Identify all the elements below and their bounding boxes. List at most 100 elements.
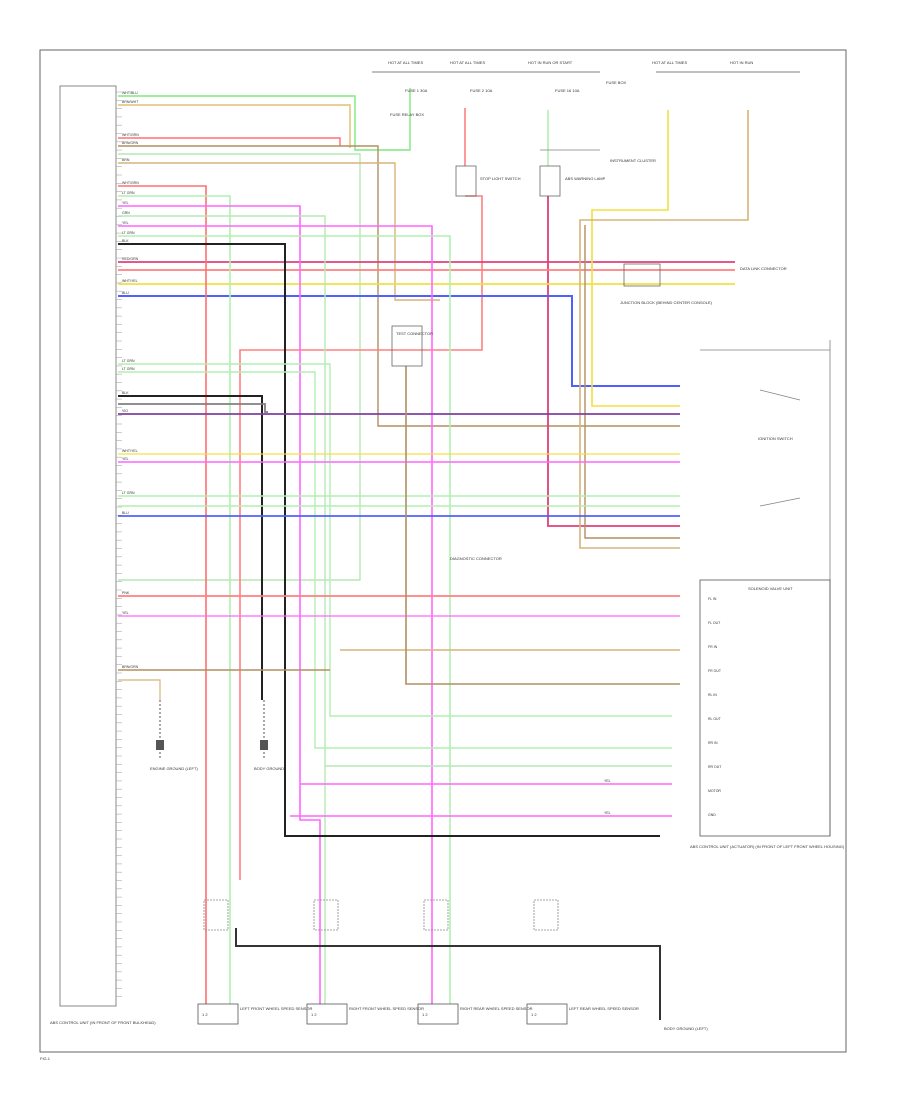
solenoid-pin-label: MOTOR (708, 789, 721, 793)
solenoid-unit-label: SOLENOID VALVE UNIT (748, 586, 793, 591)
ground-2-label: BODY GROUND (254, 766, 284, 771)
wire-wht-yel (591, 110, 680, 407)
wire-label: VIO (122, 409, 128, 413)
ground-1-label: ENGINE GROUND (LEFT) (150, 766, 198, 771)
wire-wht-grn (118, 185, 207, 1004)
ecu-pin-ticks (116, 91, 122, 998)
solenoid-unit-box (699, 579, 831, 837)
ignition-switch-label: IGNITION SWITCH (758, 436, 793, 441)
ecu-connector (59, 85, 117, 1007)
wire-lt-grn (118, 363, 672, 717)
sensor-lr: LEFT REAR WHEEL SPEED SENSOR 1 2 (526, 1003, 639, 1025)
diag-connector-label: DIAGNOSTIC CONNECTOR (450, 556, 502, 561)
wire-label: BRN (122, 158, 130, 162)
wire-brn (118, 162, 440, 301)
fuse-relay-label: FUSE RELAY BOX (390, 112, 424, 117)
wire-label: YEL (122, 201, 129, 205)
wire-grn (118, 153, 361, 581)
fuse-title-3: HOT IN RUN OR START (528, 60, 573, 65)
wire-label: LT GRN (122, 367, 135, 371)
fuse-title-5: HOT IN RUN (730, 60, 753, 65)
wire-label: PNK (122, 591, 130, 595)
test-connector-label: TEST CONNECTOR (396, 331, 433, 336)
sensor-rf: RIGHT FRONT WHEEL SPEED SENSOR 1 2 (306, 1003, 424, 1025)
wire-brn-wht (118, 104, 351, 148)
wire-label: BRN/WHT (122, 100, 139, 104)
wire-gry (759, 497, 801, 507)
wire-label: WHT/YEL (122, 279, 138, 283)
wire-label: BLK (122, 239, 129, 243)
stop-switch-box (455, 165, 477, 197)
wire-wht-blu (118, 88, 411, 151)
wire-red-grn (547, 196, 680, 527)
test-connector-box (391, 325, 423, 367)
ecu-label: ABS CONTROL UNIT (IN FRONT OF FRONT BULK… (50, 1020, 156, 1025)
junction-block-box (623, 263, 661, 287)
wire-label: WHT/BLU (122, 91, 138, 95)
fuse-label-4: FUSE BOX (606, 80, 627, 85)
wire-wht-grn (118, 137, 341, 146)
solenoid-pin-label: GND (708, 813, 716, 817)
fuse-label-3: FUSE 16 10A (555, 88, 580, 93)
sensor-rr: RIGHT REAR WHEEL SPEED SENSOR 1 2 (417, 1003, 533, 1025)
data-link-label: DATA LINK CONNECTOR (740, 266, 787, 271)
solenoid-pin-label: RL OUT (708, 717, 722, 721)
wire-label: LT GRN (122, 191, 135, 195)
wire-gry (759, 389, 801, 401)
fuse-title-2: HOT AT ALL TIMES (450, 60, 485, 65)
solenoid-pin-label: FR IN (708, 645, 718, 649)
top-fuse-area: HOT AT ALL TIMES HOT AT ALL TIMES HOT IN… (372, 60, 800, 93)
wire-label: BLU (122, 511, 129, 515)
solenoid-pin-label: FR OUT (708, 669, 722, 673)
wire-label: RED/GRN (122, 257, 139, 261)
sensor-rf-label: RIGHT FRONT WHEEL SPEED SENSOR (349, 1006, 424, 1011)
wire-brn (579, 110, 749, 549)
wire-brn-grn (584, 225, 680, 539)
wire-lt-grn (118, 195, 231, 1004)
wire-label: LT GRN (122, 231, 135, 235)
wire-label: YEL (604, 811, 611, 815)
wire-label: GRN (122, 211, 130, 215)
ground-2: BODY GROUND (254, 700, 284, 771)
wheel-speed-sensors: LEFT FRONT WHEEL SPEED SENSOR 1 2 RIGHT … (197, 899, 661, 1025)
instrument-cluster-label: INSTRUMENT CLUSTER (610, 158, 656, 163)
wire-label: BLK (122, 391, 129, 395)
ground-1: ENGINE GROUND (LEFT) (150, 700, 198, 771)
wire-label: WHT/GRN (122, 181, 139, 185)
solenoid-pin-label: FL OUT (708, 621, 721, 625)
wire-blk (118, 395, 263, 700)
wire-label: BLU (122, 291, 129, 295)
solenoid-pin-label: RR OUT (708, 765, 722, 769)
sensor-rr-label: RIGHT REAR WHEEL SPEED SENSOR (460, 1006, 533, 1011)
solenoid-pin-label: FL IN (708, 597, 717, 601)
diagram-frame (39, 49, 847, 1053)
ground-3-label: BODY GROUND (LEFT) (664, 1026, 708, 1031)
wire-brn-grn (118, 145, 680, 427)
wire-lt-grn (118, 371, 672, 749)
wire-label: WHT/GRN (122, 133, 139, 137)
ground-3: BODY GROUND (LEFT) (659, 948, 708, 1031)
wire-grn (118, 215, 326, 1004)
wire-label: YEL (122, 611, 129, 615)
wire-yel (118, 225, 433, 1004)
wire-label: YEL (122, 221, 129, 225)
fuse-label-2: FUSE 2 10A (470, 88, 493, 93)
wire-label: LT GRN (122, 491, 135, 495)
wire-label: BRN/GRN (122, 665, 139, 669)
sensor-rr-pins: 1 2 (422, 1012, 428, 1017)
stop-switch-label: STOP LIGHT SWITCH (480, 176, 521, 181)
sensor-lf-pins: 1 2 (202, 1012, 208, 1017)
wire-gry (118, 403, 268, 413)
wire-label: WHT/YEL (122, 449, 138, 453)
abs-lamp-box (539, 165, 561, 197)
sensor-lr-pins: 1 2 (531, 1012, 537, 1017)
abs-lamp-label: ABS WARNING LAMP (565, 176, 606, 181)
wire-pnk (239, 195, 483, 880)
sensor-lr-label: LEFT REAR WHEEL SPEED SENSOR (569, 1006, 639, 1011)
wire-label: LT GRN (122, 359, 135, 363)
junction-block-label: JUNCTION BLOCK (BEHIND CENTER CONSOLE) (620, 300, 713, 305)
wires-layer: WHT/BLU BRN/WHT WHT/GRN BRN/GRN BRN RED/GRN WH… (116, 88, 831, 1004)
wire-label: BRN/GRN (122, 141, 139, 145)
